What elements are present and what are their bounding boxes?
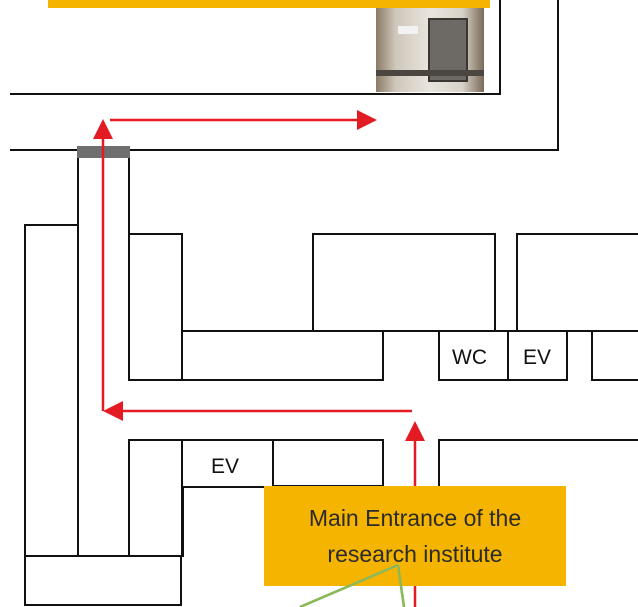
elevator-upper [507,330,568,381]
entrance-photo [376,8,484,92]
wc-room [438,330,509,381]
photo-sign [398,26,418,34]
bottom-left-room [24,555,182,606]
room-upper-4 [516,233,638,332]
wc-label: WC [452,346,487,369]
upper-building-wall [10,0,559,151]
room-lower-1 [128,439,183,557]
upper-corridor-wall [10,0,501,95]
room-upper-2 [181,330,384,381]
photo-stripe [376,70,484,76]
top-callout-banner [48,0,490,8]
main-entrance-callout: Main Entrance of the research institute [264,486,566,586]
room-lower-right [438,439,638,486]
room-upper-5 [591,330,638,381]
callout-line-2: research institute [327,541,503,567]
ev-label-lower: EV [211,455,239,478]
room-lower-2 [272,439,384,487]
room-upper-3 [312,233,496,332]
room-upper-1 [128,233,183,381]
callout-line-1: Main Entrance of the [308,505,522,531]
left-block [24,224,79,606]
ev-label-upper: EV [523,346,551,369]
